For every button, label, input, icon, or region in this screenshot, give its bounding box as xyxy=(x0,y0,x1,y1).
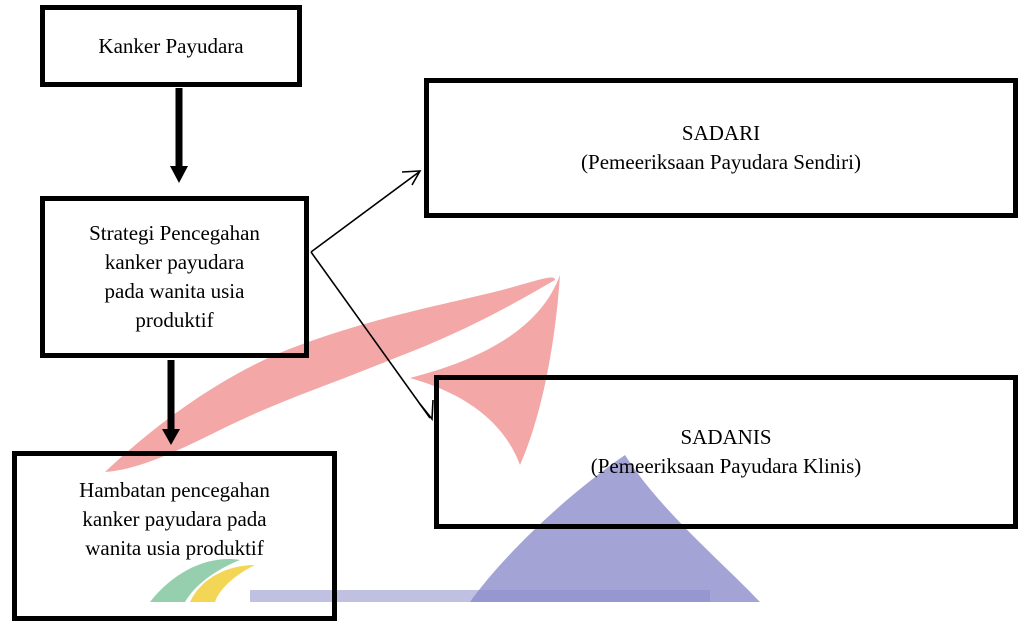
node-label-line: Hambatan pencegahan xyxy=(79,478,270,502)
node-label-line: kanker payudara pada xyxy=(82,507,267,531)
node-kanker-payudara: Kanker Payudara xyxy=(40,5,302,87)
node-label-line: kanker payudara xyxy=(104,250,245,274)
arrow-kanker-to-strategi xyxy=(170,88,188,183)
node-label-line: (Pemeeriksaan Payudara Klinis) xyxy=(590,454,862,478)
node-label-line: Strategi Pencegahan xyxy=(89,221,260,245)
node-sadari: SADARI (Pemeeriksaan Payudara Sendiri) xyxy=(424,78,1018,218)
node-label-line: SADANIS xyxy=(680,425,772,449)
arrow-strategi-to-sadari xyxy=(310,170,422,253)
node-label-line: pada wanita usia xyxy=(104,279,245,303)
arrow-strategi-to-sadanis xyxy=(310,251,434,422)
node-label-line: SADARI xyxy=(681,121,761,145)
node-hambatan-pencegahan: Hambatan pencegahan kanker payudara pada… xyxy=(12,451,337,621)
node-label-line: produktif xyxy=(135,308,214,332)
node-label-line: (Pemeeriksaan Payudara Sendiri) xyxy=(581,150,861,174)
node-sadanis: SADANIS (Pemeeriksaan Payudara Klinis) xyxy=(434,375,1018,529)
arrow-strategi-to-hambatan xyxy=(162,360,180,445)
node-strategi-pencegahan: Strategi Pencegahan kanker payudara pada… xyxy=(40,196,309,358)
node-label-line: wanita usia produktif xyxy=(85,536,264,560)
node-label: Kanker Payudara xyxy=(98,33,244,58)
